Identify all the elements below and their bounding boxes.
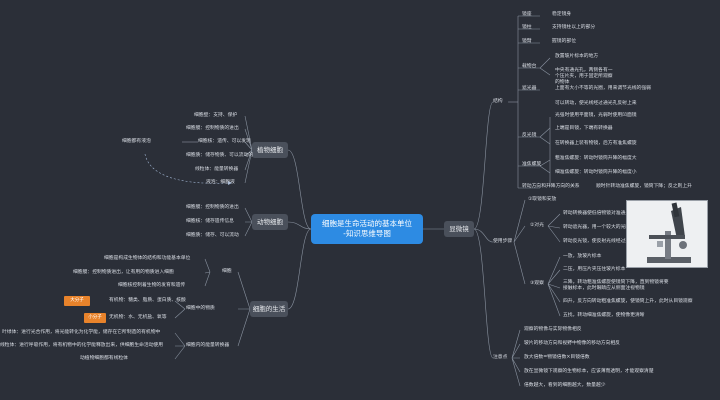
step-item: 四升，反方向转动粗准焦螺旋，使镜筒上升，此时从目镜观察 bbox=[563, 299, 693, 304]
step-take: ①取镜和安放 bbox=[528, 197, 557, 202]
part-name: 转动方向和升降方向的关系 bbox=[522, 184, 580, 189]
part-desc: 上端是目镜，下端有转换器 bbox=[555, 126, 613, 131]
step-item: 转动转换器使低倍物镜对准通光孔 bbox=[563, 211, 635, 216]
part-desc: 顺时针转动准焦螺旋，镜筒下降；反之则上升 bbox=[596, 184, 692, 189]
part-desc: 稳定镜身 bbox=[552, 12, 572, 17]
part-desc: 在转换器上装有物镜，后方有准焦螺旋 bbox=[555, 141, 637, 146]
note-item: 放在显微镜下观察的生物标本，应该薄而透明，才能观察清楚 bbox=[524, 369, 654, 374]
microscope-image bbox=[626, 200, 708, 268]
animal-item: 细胞质：储存、可以流动 bbox=[186, 233, 239, 238]
life-matter-label: 细胞中的物质 bbox=[186, 306, 215, 311]
branch-animal-cell[interactable]: 动物细胞 bbox=[252, 214, 288, 230]
life-control-label: 细胞 bbox=[222, 269, 232, 274]
plant-item: 线粒体：能量转换器 bbox=[195, 167, 239, 172]
life-item: 叶绿体：进行光合作用，将光能转化为化学能，储存在它所制造的有机物中 bbox=[2, 330, 161, 335]
step-item: 五找，转动细准焦螺旋，使物像更清晰 bbox=[563, 313, 645, 318]
branch-cell-life[interactable]: 细胞的生活 bbox=[250, 301, 288, 317]
part-name: 镜座 bbox=[522, 12, 532, 17]
note-item: 倍数越大，看到的细胞越大，数量越少 bbox=[524, 383, 606, 388]
part-desc: 支持镜柱以上的部分 bbox=[552, 25, 596, 30]
part-desc: 上面有大小不等的光圈，用来调节光线的强弱 bbox=[555, 86, 651, 91]
part-name: 镜臂 bbox=[522, 39, 532, 44]
part-name: 镜柱 bbox=[522, 25, 532, 30]
branch-plant-cell[interactable]: 植物细胞 bbox=[252, 142, 288, 158]
life-item: 无机物：水、无机盐、氧等 bbox=[109, 315, 167, 320]
step-item: 一放，放玻片标本 bbox=[563, 254, 602, 259]
animal-item: 细胞核：储存遗传信息 bbox=[186, 219, 234, 224]
part-desc: 粗准焦螺旋：转动时镜筒升降的幅度大 bbox=[555, 156, 637, 161]
part-desc: 中央有通光孔，两侧各有一个压片夹，用于固定所观察的物体 bbox=[555, 68, 613, 85]
life-item: 细胞是构成生物体的结构和功能基本单位 bbox=[104, 256, 191, 261]
part-desc: 握镜的部位 bbox=[552, 39, 576, 44]
part-name: 反光镜 bbox=[522, 133, 537, 138]
plant-item: 液泡：细胞液 bbox=[206, 180, 235, 185]
step-light: ②对光 bbox=[530, 223, 544, 228]
step-item: 转动遮光器，用一个较大的光圈对准通光孔 bbox=[563, 225, 655, 230]
plant-item: 细胞壁：支持、保护 bbox=[194, 113, 238, 118]
part-desc: 可以转动，使光线经过通光孔反射上来 bbox=[555, 101, 637, 106]
part-desc: 放置玻片标本的地方 bbox=[555, 54, 599, 59]
plant-item: 细胞膜：控制物质的进出 bbox=[186, 126, 239, 131]
life-item: 线粒体：进行呼吸作用，将有机物中的化学能释放出来，供细胞生命活动使用 bbox=[0, 343, 164, 348]
note-item: 观察的物像与实际物像相反 bbox=[524, 327, 582, 332]
small-molecule-tag: 小分子 bbox=[84, 313, 106, 323]
central-topic-line2: -知识思维导图 bbox=[343, 229, 391, 238]
note-item: 放大倍数=物镜倍数×目镜倍数 bbox=[524, 355, 590, 360]
part-name: 准焦螺旋 bbox=[522, 162, 542, 167]
central-topic[interactable]: 细胞是生命活动的基本单位 -知识思维导图 bbox=[311, 214, 423, 244]
notes-label: 注意点 bbox=[493, 355, 508, 360]
plant-common-label: 细胞都有液泡 bbox=[122, 139, 151, 144]
life-item: 动植物细胞都有线粒体 bbox=[80, 356, 128, 361]
step-item: 二压，用压片夹压住玻片标本 bbox=[563, 267, 626, 272]
central-topic-line1: 细胞是生命活动的基本单位 bbox=[322, 219, 412, 228]
life-item: 细胞膜：控制物质进出，让有用的物质进入细胞 bbox=[73, 270, 174, 275]
structure-label: 结构 bbox=[493, 99, 503, 104]
step-item: 转动反光镜，使反射光线经过通光孔 bbox=[563, 239, 640, 244]
part-name: 载物台 bbox=[522, 64, 537, 69]
note-item: 玻片的移动方向和视野中物像的移动方向相反 bbox=[524, 341, 620, 346]
step-observe: ③观察 bbox=[530, 281, 544, 286]
branch-microscope[interactable]: 显微镜 bbox=[444, 221, 474, 237]
life-energy-label: 细胞内的能量转换器 bbox=[186, 343, 230, 348]
animal-item: 细胞膜：控制物质的进出 bbox=[186, 205, 239, 210]
part-desc: 光强时使用平面镜，光弱时使用凹面镜 bbox=[555, 113, 637, 118]
usage-label: 使用步骤 bbox=[493, 239, 513, 244]
step-item: 三降，转动粗准焦螺旋使镜筒下降，直到物镜将要接触标本，此时眼睛应从侧面注视物镜 bbox=[563, 280, 669, 291]
life-item: 有机物：糖类、脂质、蛋白质、核酸 bbox=[109, 298, 186, 303]
part-name: 遮光器 bbox=[522, 86, 537, 91]
plant-item: 细胞质：储存物质、可以流动的 bbox=[186, 153, 254, 158]
plant-item: 细胞核：遗传、可以发现 bbox=[198, 139, 251, 144]
macromolecule-tag: 大分子 bbox=[64, 296, 90, 306]
life-item: 细胞核控制着生物的发育和遗传 bbox=[118, 283, 186, 288]
part-desc: 细准焦螺旋：转动时镜筒升降的幅度小 bbox=[555, 170, 637, 175]
